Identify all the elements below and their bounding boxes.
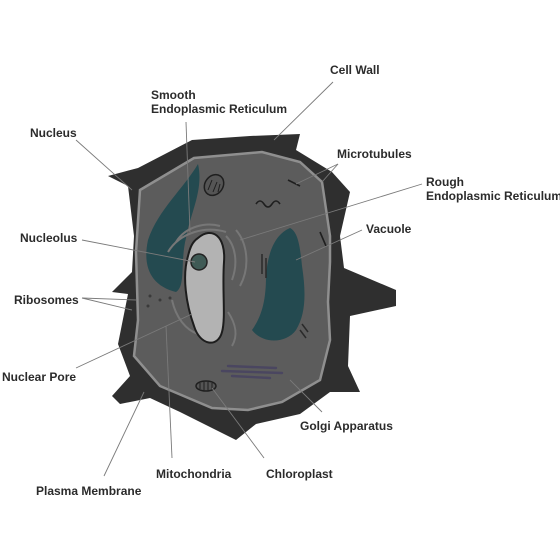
label-microtubules: Microtubules — [337, 147, 412, 161]
golgi-apparatus-shape — [220, 364, 284, 380]
label-cell-wall: Cell Wall — [330, 63, 380, 77]
chloroplast-shape — [195, 380, 217, 392]
microtubules-shape — [287, 179, 327, 247]
label-smooth-er-line1: Smooth — [151, 88, 196, 102]
label-nucleolus: Nucleolus — [20, 231, 78, 245]
label-vacuole: Vacuole — [366, 222, 412, 236]
label-smooth-er-line2: Endoplasmic Reticulum — [151, 102, 287, 116]
label-golgi-apparatus: Golgi Apparatus — [300, 419, 393, 433]
label-chloroplast: Chloroplast — [266, 467, 333, 481]
vacuole-left-shape — [146, 164, 200, 292]
label-nuclear-pore: Nuclear Pore — [2, 370, 76, 384]
leader-lines — [75, 81, 423, 477]
label-nucleus: Nucleus — [30, 126, 77, 140]
label-rough-er-line1: Rough — [426, 175, 464, 189]
vacuole-right-shape — [252, 228, 305, 341]
label-mitochondria: Mitochondria — [156, 467, 232, 481]
label-rough-er-line2: Endoplasmic Reticulum — [426, 189, 560, 203]
er-arcs — [167, 223, 248, 347]
label-plasma-membrane: Plasma Membrane — [36, 484, 142, 498]
ribosomes-shape — [146, 294, 172, 308]
mitochondrion-top-shape — [203, 173, 225, 197]
er-squiggle-shape — [255, 200, 281, 208]
label-ribosomes: Ribosomes — [14, 293, 79, 307]
rough-er-marks — [261, 254, 309, 339]
nucleolus-shape — [190, 253, 208, 271]
